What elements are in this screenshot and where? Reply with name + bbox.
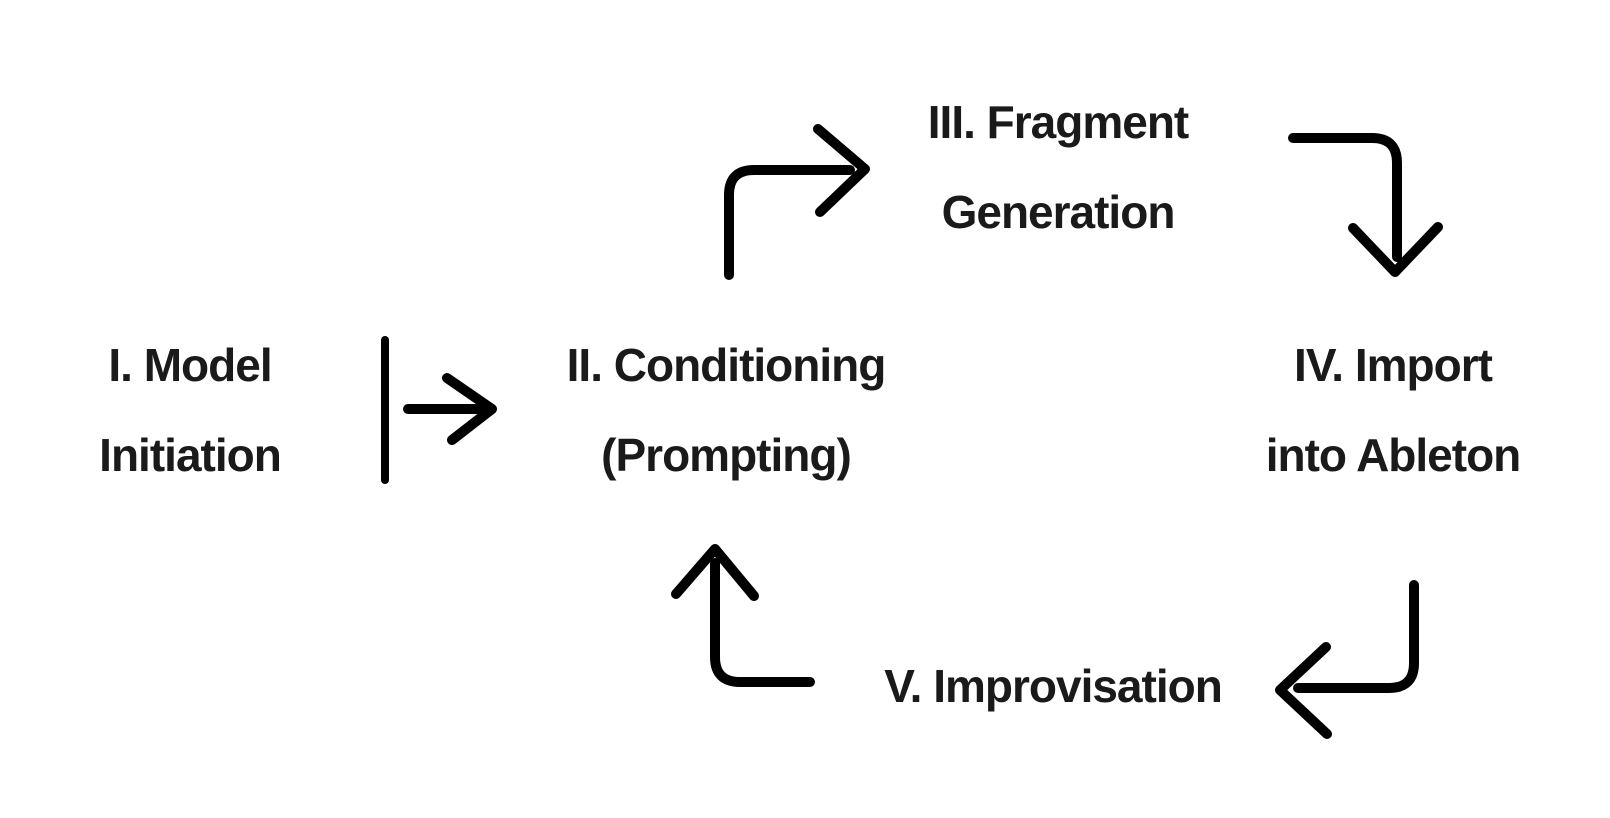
stage-model-initiation: I. Model Initiation [99, 320, 282, 500]
stage-label-line1: I. Model [108, 339, 272, 391]
elbow-up-right-arrow-icon [724, 124, 870, 280]
stage-label-line1: III. Fragment [927, 96, 1189, 148]
stage-label-line2: Generation [941, 186, 1176, 238]
start-bar-right-arrow-icon [381, 336, 497, 484]
stage-conditioning-prompting: II. Conditioning (Prompting) [566, 320, 887, 500]
stage-label-line1: II. Conditioning [566, 339, 887, 391]
stage-label-line1: V. Improvisation [884, 660, 1223, 712]
stage-label-line2: into Ableton [1265, 429, 1522, 481]
elbow-right-down-arrow-icon [1288, 133, 1443, 277]
elbow-left-up-arrow-icon [671, 544, 815, 687]
stage-import-into-ableton: IV. Import into Ableton [1265, 320, 1522, 500]
elbow-down-left-arrow-icon [1275, 580, 1419, 739]
stage-fragment-generation: III. Fragment Generation [927, 77, 1189, 257]
stage-label-line1: IV. Import [1294, 339, 1493, 391]
stage-label-line2: (Prompting) [601, 429, 852, 481]
stage-label-line2: Initiation [99, 429, 282, 481]
stage-improvisation: V. Improvisation [884, 641, 1223, 731]
